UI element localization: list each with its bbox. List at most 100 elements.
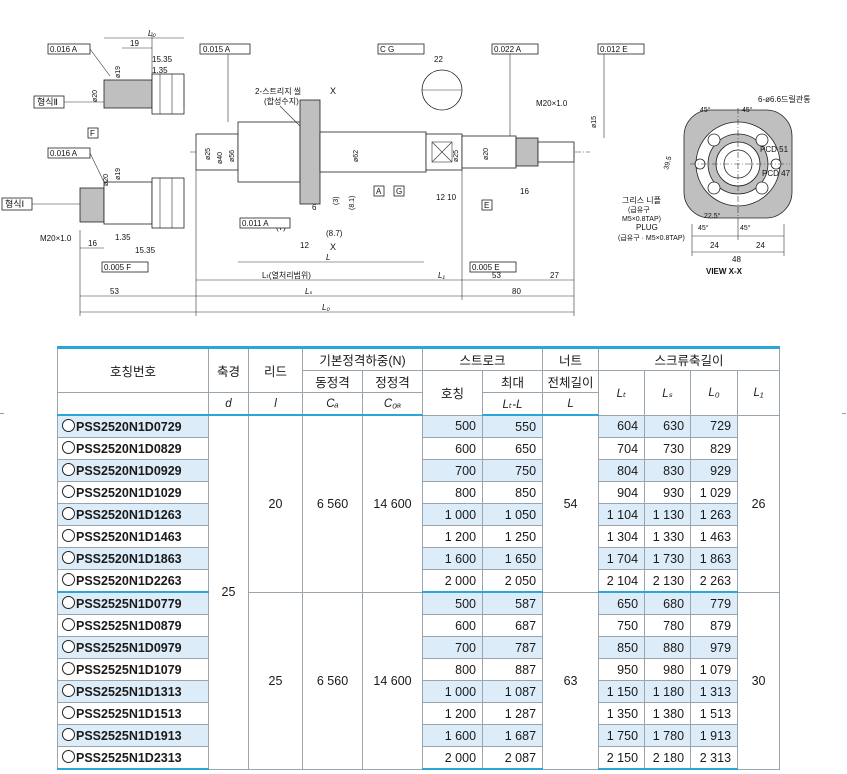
dim-19-mid: ø19	[115, 168, 122, 180]
header-lead: 리드	[248, 346, 303, 393]
part-number: PSS2520N1D2263	[76, 574, 182, 588]
dia-25b: ø25	[453, 150, 460, 162]
lt-cell: 1 150	[598, 680, 646, 703]
lt-cell: 804	[598, 459, 646, 482]
sym-L: L	[542, 392, 600, 416]
dim-12-10: 12 10	[436, 193, 457, 202]
ls-cell: 980	[644, 658, 692, 681]
ls-cell: 1 780	[644, 724, 692, 747]
dia-25: ø25	[205, 148, 212, 160]
part-number-cell: PSS2525N1D1313	[57, 680, 209, 703]
tol-0016-a-top: 0.016 A	[50, 45, 78, 54]
stroke-max-cell: 850	[482, 481, 544, 504]
lt-cell: 650	[598, 591, 646, 615]
lo-cell: 1 863	[690, 547, 739, 570]
stroke-nominal-cell: 2 000	[422, 746, 484, 770]
selection-circle-icon[interactable]	[62, 551, 75, 564]
view-label: VIEW X-X	[706, 267, 743, 276]
part-number-cell: PSS2525N1D2313	[57, 746, 209, 770]
part-number: PSS2525N1D1913	[76, 729, 182, 743]
ls-cell: 1 380	[644, 702, 692, 725]
stroke-max-cell: 687	[482, 614, 544, 637]
lead-cell: 20	[248, 414, 303, 593]
part-number-cell: PSS2525N1D1513	[57, 702, 209, 725]
selection-circle-icon[interactable]	[62, 640, 75, 653]
ang-45b: 45°	[742, 106, 753, 114]
selection-circle-icon[interactable]	[62, 662, 75, 675]
lo-top: L₀	[148, 29, 156, 38]
part-number-cell: PSS2520N1D0829	[57, 437, 209, 460]
tol-0011-a: 0.011 A	[242, 219, 269, 228]
lo-cell: 2 263	[690, 569, 739, 593]
type2-end-detail: 0.016 A 19 L₀ 15.35 1.35 ø20 ø19 형식Ⅱ F	[33, 29, 185, 139]
selection-circle-icon[interactable]	[62, 728, 75, 741]
dim-53-right: 53	[492, 271, 501, 280]
l1-label: L₁	[438, 271, 445, 280]
part-number: PSS2520N1D0829	[76, 442, 182, 456]
dim-20-top: ø20	[92, 90, 99, 102]
sym-l: l	[248, 392, 303, 416]
selection-circle-icon[interactable]	[62, 596, 75, 609]
part-number: PSS2520N1D1863	[76, 552, 182, 566]
tol-0015-a: 0.015 A	[203, 45, 231, 54]
selection-circle-icon[interactable]	[62, 706, 75, 719]
dim-53-left: 53	[110, 287, 119, 296]
part-number-cell: PSS2520N1D1863	[57, 547, 209, 570]
sym-ls: Lₛ	[644, 370, 692, 416]
selection-circle-icon[interactable]	[62, 750, 75, 763]
selection-circle-icon[interactable]	[62, 618, 75, 631]
stroke-nominal-cell: 500	[422, 591, 484, 615]
lt-cell: 1 104	[598, 503, 646, 526]
part-number-cell: PSS2520N1D1029	[57, 481, 209, 504]
grease-sub: (급유구	[628, 206, 650, 214]
sym-lo: L₀	[690, 370, 739, 416]
selection-circle-icon[interactable]	[62, 463, 75, 476]
shaft-dia-cell: 25	[208, 414, 249, 770]
lo-cell: 1 313	[690, 680, 739, 703]
sym-coa: C₀ₐ	[361, 392, 424, 416]
dim-15-35-top: 15.35	[152, 55, 173, 64]
part-number: PSS2520N1D1463	[76, 530, 182, 544]
dim-24a: 24	[710, 241, 719, 250]
datum-g: G	[396, 187, 402, 196]
header-stroke: 스트로크	[422, 346, 544, 371]
selection-circle-icon[interactable]	[62, 441, 75, 454]
sym-lt: Lₜ	[598, 370, 646, 416]
part-number: PSS2525N1D2313	[76, 751, 182, 765]
part-number-cell: PSS2520N1D2263	[57, 569, 209, 593]
header-dynamic: 동정격	[302, 370, 363, 393]
x-bot: X	[330, 242, 336, 252]
selection-circle-icon[interactable]	[62, 507, 75, 520]
stroke-nominal-cell: 2 000	[422, 569, 484, 593]
stroke-max-cell: 650	[482, 437, 544, 460]
dim-1-35-top: 1.35	[152, 66, 168, 75]
tol-0022-a: 0.022 A	[494, 45, 522, 54]
selection-circle-icon[interactable]	[62, 485, 75, 498]
dim-3: (3)	[333, 196, 340, 205]
margin-tick-right	[842, 413, 846, 414]
l1-cell: 30	[737, 591, 781, 770]
part-number-cell: PSS2525N1D0979	[57, 636, 209, 659]
ls-cell: 1 330	[644, 525, 692, 548]
ls-cell: 1 130	[644, 503, 692, 526]
ls-cell: 880	[644, 636, 692, 659]
selection-circle-icon[interactable]	[62, 529, 75, 542]
dim-15-35-mid: 15.35	[135, 246, 156, 255]
seal-sub: (합성수지)	[264, 97, 299, 106]
selection-circle-icon[interactable]	[62, 684, 75, 697]
selection-circle-icon[interactable]	[62, 573, 75, 586]
part-number: PSS2525N1D0779	[76, 597, 182, 611]
selection-circle-icon[interactable]	[62, 419, 75, 432]
type2-label: 형식Ⅱ	[37, 97, 58, 107]
stroke-nominal-cell: 600	[422, 437, 484, 460]
dim-48: 48	[732, 255, 741, 264]
grease-sub2: M5×0.8TAP)	[622, 216, 661, 223]
dia-62: ø62	[353, 150, 360, 162]
